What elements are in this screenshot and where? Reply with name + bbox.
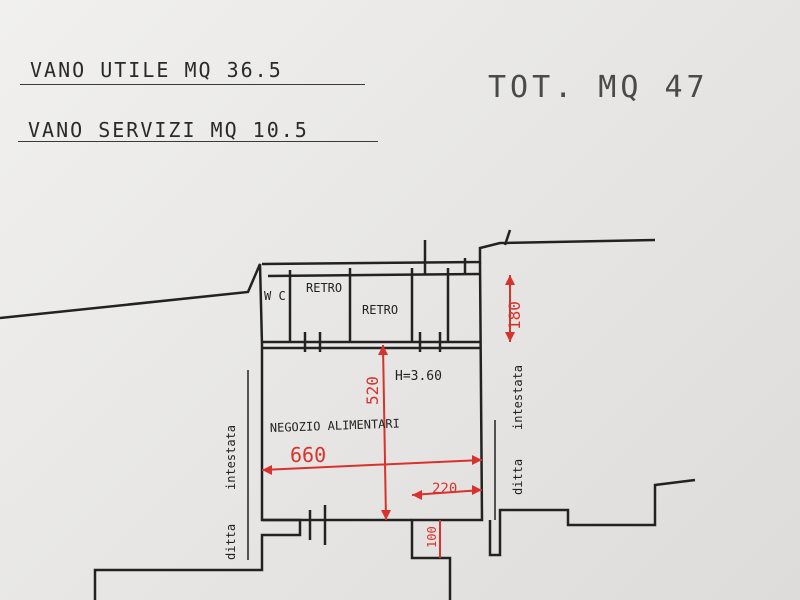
arrow-220-right bbox=[472, 485, 482, 495]
room-height-label: H=3.60 bbox=[395, 369, 442, 384]
underline-2 bbox=[18, 141, 378, 142]
left-ditta-label: ditta bbox=[224, 524, 238, 560]
arrow-220-left bbox=[412, 490, 422, 500]
dim-220-line bbox=[411, 489, 483, 496]
arrow-180-bottom bbox=[505, 332, 515, 342]
note-vano-utile: VANO UTILE MQ 36.5 bbox=[30, 58, 283, 82]
outer-wall-right bbox=[410, 261, 484, 600]
underline-1 bbox=[20, 84, 365, 85]
room-retro1-label: RETRO bbox=[306, 281, 342, 295]
note-total: TOT. MQ 47 bbox=[488, 70, 709, 105]
right-ditta-label: ditta bbox=[511, 459, 525, 495]
dim-180-label: 180 bbox=[505, 301, 524, 330]
room-retro2-label: RETRO bbox=[362, 303, 398, 317]
note-vano-servizi: VANO SERVIZI MQ 10.5 bbox=[28, 118, 309, 142]
dim-520-line bbox=[382, 344, 387, 521]
left-intestata-label: intestata bbox=[224, 425, 238, 490]
inner-wall-2 bbox=[267, 272, 481, 278]
dim-520-label: 520 bbox=[363, 376, 382, 405]
room-shop-label: NEGOZIO ALIMENTARI bbox=[270, 416, 400, 435]
arrow-180-top bbox=[505, 275, 515, 285]
dim-220-label: 220 bbox=[432, 481, 457, 497]
dim-100-label: 100 bbox=[425, 526, 439, 548]
arrow-660-left bbox=[262, 465, 272, 475]
door-tick-9 bbox=[503, 229, 512, 246]
outer-wall-left bbox=[0, 263, 302, 600]
outer-wall-right-ext bbox=[488, 478, 696, 557]
arrow-520-bottom bbox=[381, 510, 391, 520]
arrow-660-right bbox=[472, 455, 482, 465]
arrow-520-top bbox=[378, 345, 388, 355]
dim-660-label: 660 bbox=[290, 443, 326, 467]
rear-top-wall bbox=[261, 238, 656, 266]
right-intestata-label: intestata bbox=[511, 365, 525, 430]
dim-660-line bbox=[261, 459, 483, 471]
room-wc-label: W C bbox=[264, 289, 286, 303]
